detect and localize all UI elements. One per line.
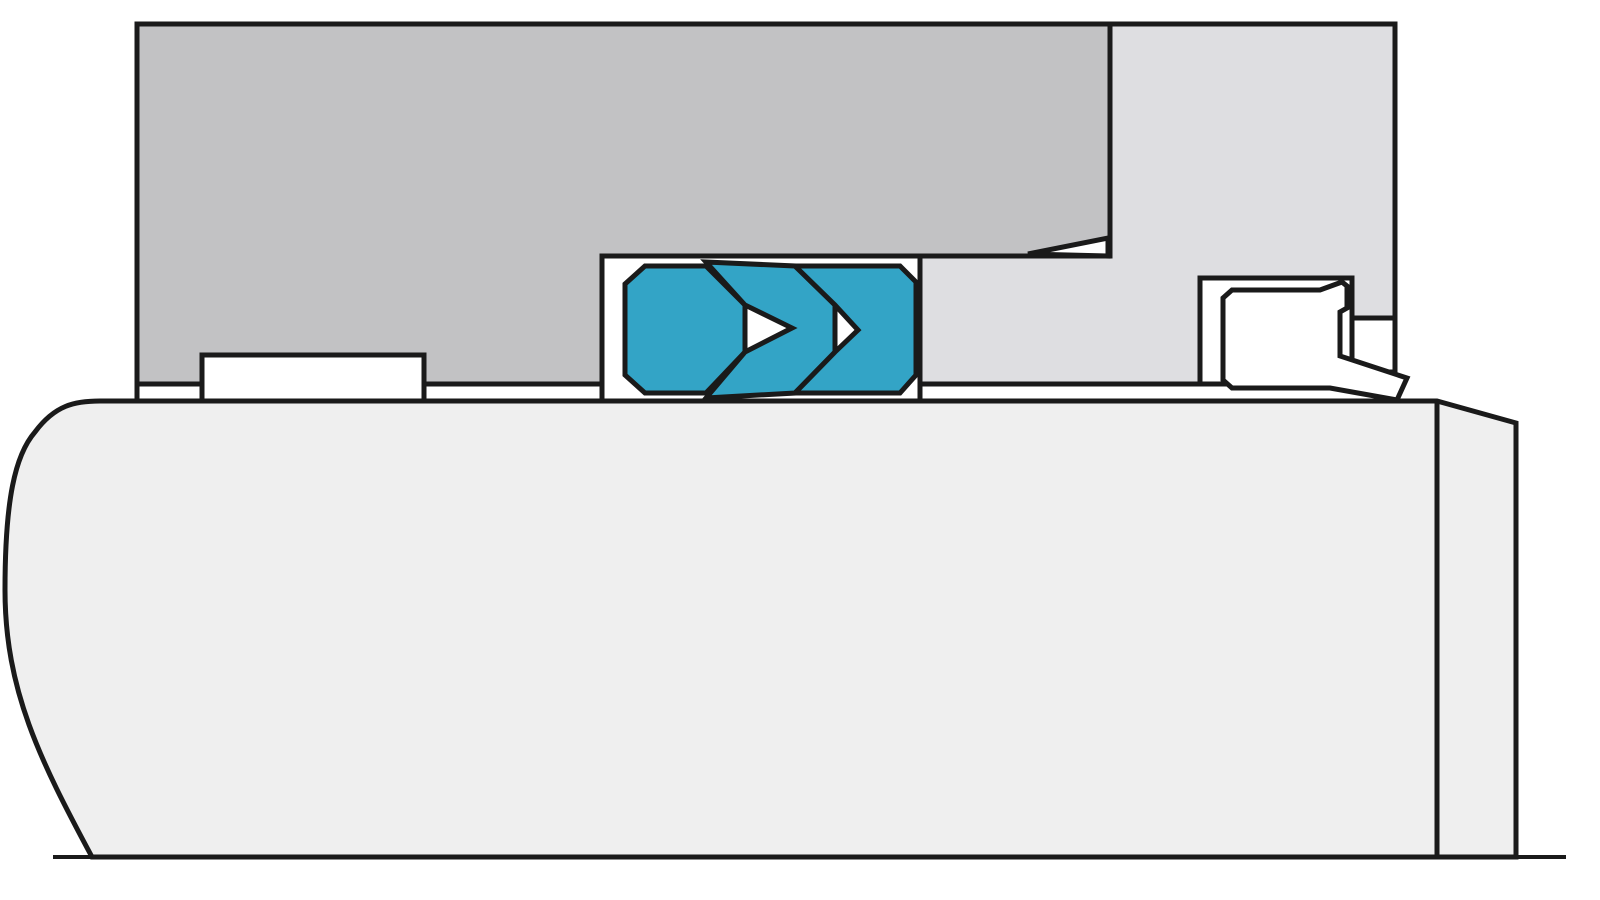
- wiper: [1220, 279, 1411, 403]
- shaft: [2, 398, 1519, 860]
- housing-notch: [1027, 234, 1111, 259]
- guide-ring-groove: [199, 352, 427, 404]
- seal-ring-right: [788, 263, 919, 396]
